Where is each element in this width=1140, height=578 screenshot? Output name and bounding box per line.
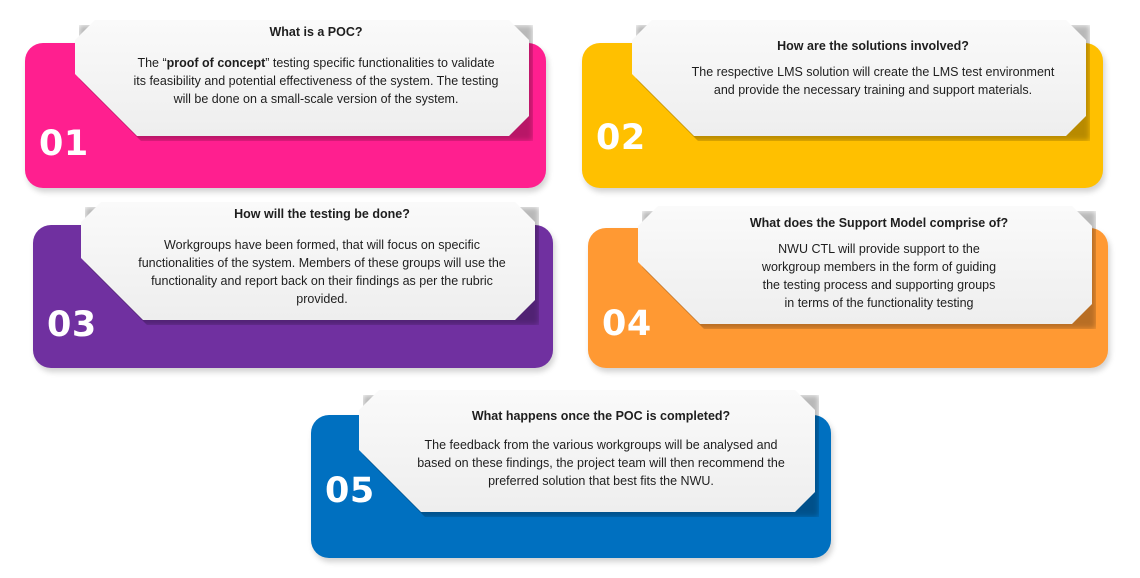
step-04-body: NWU CTL will provide support to the work… xyxy=(761,242,997,310)
step-01-body-bold: proof of concept xyxy=(166,56,266,70)
step-03-number: 03 xyxy=(47,305,97,345)
step-02-title: How are the solutions involved? xyxy=(777,39,969,53)
step-04-number: 04 xyxy=(602,304,652,344)
step-05-panel: 05 What happens once the POC is complete… xyxy=(311,390,831,558)
step-02-card: How are the solutions involved? The resp… xyxy=(632,20,1086,136)
step-01-body-suffix: ” testing specific functionalities to va… xyxy=(133,56,499,106)
step-01-title: What is a POC? xyxy=(269,25,363,39)
step-02-body: The respective LMS solution will create … xyxy=(691,65,1055,97)
step-03-body: Workgroups have been formed, that will f… xyxy=(138,238,506,306)
step-02-panel: 02 How are the solutions involved? The r… xyxy=(582,20,1103,188)
step-05-title: What happens once the POC is completed? xyxy=(471,409,731,423)
step-05-card: What happens once the POC is completed? … xyxy=(359,390,815,512)
step-01-body-prefix: The “ xyxy=(137,56,167,70)
step-03-card: How will the testing be done? Workgroups… xyxy=(81,202,535,320)
step-02-number: 02 xyxy=(596,118,646,158)
step-01-body: The “proof of concept” testing specific … xyxy=(127,54,505,108)
step-04-card: What does the Support Model comprise of?… xyxy=(638,206,1092,324)
step-03-panel: 03 How will the testing be done? Workgro… xyxy=(33,202,553,368)
step-04-panel: 04 What does the Support Model comprise … xyxy=(588,206,1108,368)
step-05-body: The feedback from the various workgroups… xyxy=(417,438,785,488)
step-03-title: How will the testing be done? xyxy=(234,207,410,221)
step-01-panel: 01 What is a POC? The “proof of concept”… xyxy=(25,20,546,188)
step-05-number: 05 xyxy=(325,471,375,511)
step-04-title: What does the Support Model comprise of? xyxy=(749,216,1009,230)
step-01-number: 01 xyxy=(39,124,89,164)
step-01-card: What is a POC? The “proof of concept” te… xyxy=(75,20,529,136)
